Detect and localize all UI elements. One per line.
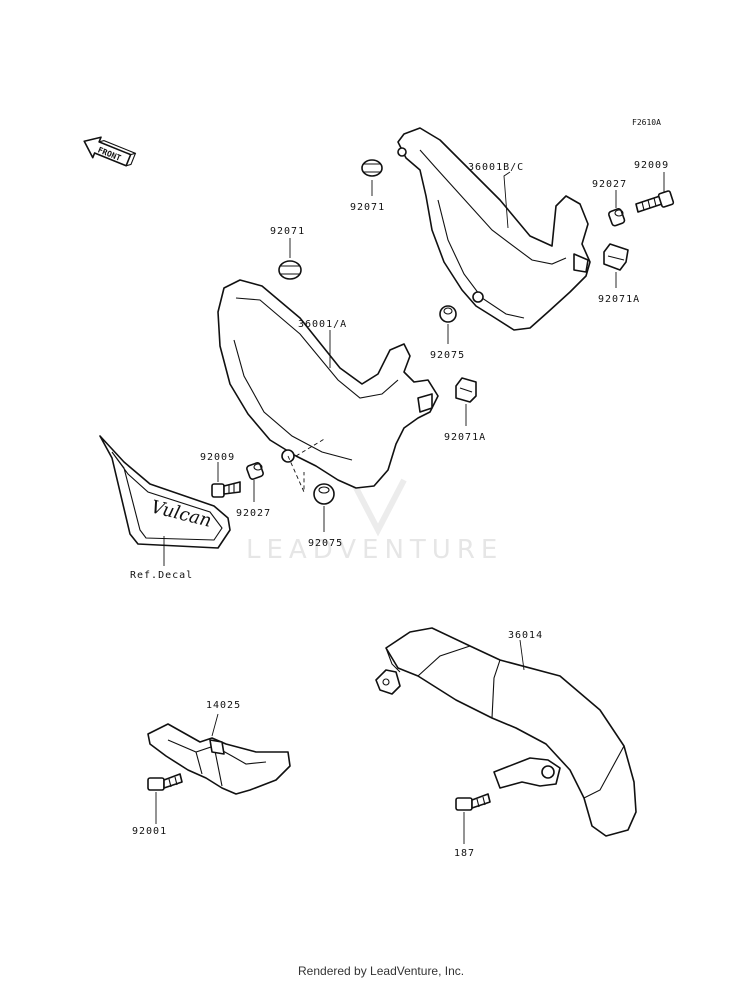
grommet-92075-low-icon [313,483,335,505]
watermark: LEADVENTURE [246,478,503,565]
grommet-92071-left-icon [278,260,302,280]
label-36014: 36014 [508,630,543,641]
label-92075-mid: 92075 [430,350,465,361]
chain-cover [375,627,637,837]
grommet-92071a-top-icon [603,243,629,271]
front-arrow-icon: FRONT [83,136,137,167]
label-92071-left: 92071 [270,226,305,237]
part-labels: 36001B/C 92009 92027 92071 92071 92071A … [130,160,669,859]
label-92071a-mid: 92071A [444,432,486,443]
bolt-92009-top-icon [635,190,675,213]
label-14025: 14025 [206,700,241,711]
leader-lines [155,171,665,844]
label-36001bc: 36001B/C [468,162,524,173]
bolt-187-icon [455,793,491,811]
decal-plate: Vulcan [99,435,231,549]
collar-92027-top-icon [608,208,626,227]
side-cover-left [217,279,439,489]
figure-id: F2610A [632,118,661,127]
bolt-92001-icon [147,773,183,791]
label-ref-decal: Ref.Decal [130,570,193,581]
collar-92027-left-icon [246,462,264,480]
bolt-92009-left-icon [211,481,241,498]
label-92075-low: 92075 [308,538,343,549]
label-92009-left: 92009 [200,452,235,463]
lower-guard [147,723,291,795]
label-92027-top: 92027 [592,179,627,190]
grommet-92071-top-icon [361,159,383,177]
label-92009-top: 92009 [634,160,669,171]
footer-credit: Rendered by LeadVenture, Inc. [298,964,464,978]
side-cover-right [397,127,591,331]
label-36001a: 36001/A [298,319,347,330]
grommet-92075-mid-icon [439,305,457,323]
label-92071a-top: 92071A [598,294,640,305]
label-187: 187 [454,848,475,859]
label-92027-left: 92027 [236,508,271,519]
grommet-92071a-mid-icon [455,377,477,403]
watermark-text: LEADVENTURE [246,535,503,565]
label-92071-top: 92071 [350,202,385,213]
label-92001: 92001 [132,826,167,837]
